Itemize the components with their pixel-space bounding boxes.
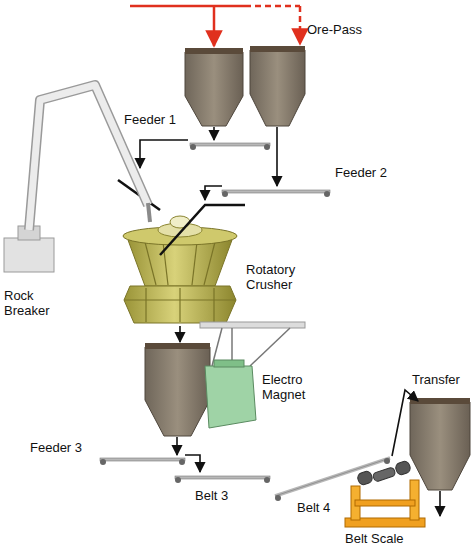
part-label: Electro Magnet: [262, 372, 318, 402]
feeder-conveyor: [100, 458, 185, 465]
part-label: Feeder 1: [124, 112, 176, 127]
feeder-conveyor: [222, 190, 330, 197]
part-label: Feeder 3: [30, 440, 82, 455]
part-label: Feeder 2: [335, 165, 387, 180]
part-label: Belt 4: [297, 500, 330, 515]
ore-pass-lines: [130, 6, 300, 46]
part-label: Rotatory Crusher: [246, 262, 318, 292]
part-label: Transfer: [412, 372, 460, 387]
chute-plates: [160, 205, 245, 255]
transfer-bin: [410, 398, 470, 490]
ore-bin: [185, 48, 243, 126]
belt-conveyor: [275, 458, 390, 501]
part-label: Ore-Pass: [307, 22, 362, 37]
belt-conveyor: [175, 476, 270, 483]
part-label: Belt Scale: [345, 531, 404, 546]
part-label: Rock Breaker: [4, 288, 66, 318]
part-label: Belt 3: [195, 488, 228, 503]
ore-bin: [250, 46, 305, 126]
feeder-conveyor: [190, 143, 270, 150]
ore-bin: [145, 343, 210, 436]
